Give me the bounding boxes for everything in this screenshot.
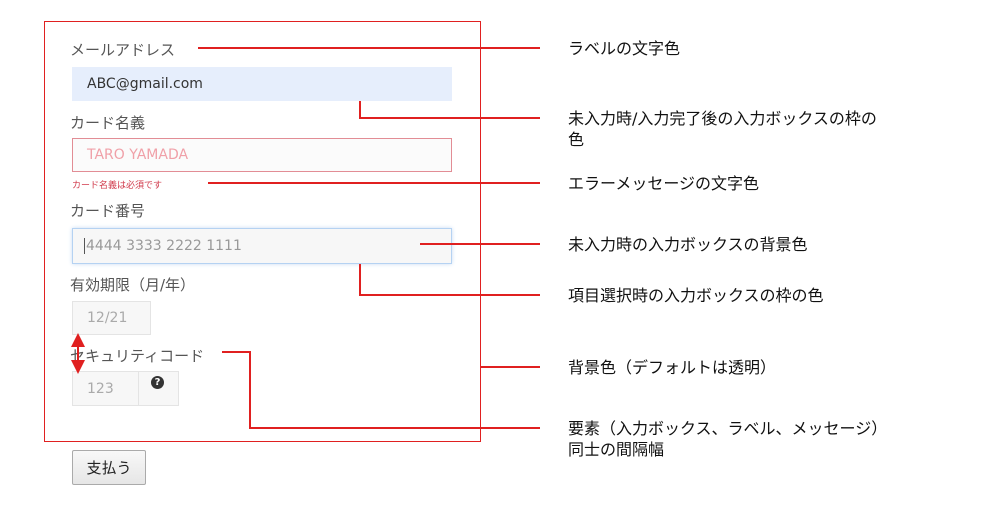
card-name-input[interactable]: TARO YAMADA bbox=[72, 138, 452, 172]
note-spacing: 要素（入力ボックス、ラベル、メッセージ） 同士の間隔幅 bbox=[568, 418, 887, 460]
note-border-color: 未入力時/入力完了後の入力ボックスの枠の 色 bbox=[568, 108, 877, 150]
line-border-color bbox=[359, 101, 540, 119]
pay-button[interactable]: 支払う bbox=[72, 450, 146, 485]
note-error-color: エラーメッセージの文字色 bbox=[568, 174, 760, 193]
card-name-label: カード名義 bbox=[70, 114, 146, 132]
line-spacing bbox=[222, 351, 540, 429]
email-label: メールアドレス bbox=[70, 41, 176, 59]
email-value: ABC@gmail.com bbox=[87, 76, 203, 92]
note-border-color-line2: 色 bbox=[568, 130, 585, 149]
email-input[interactable]: ABC@gmail.com bbox=[72, 67, 452, 101]
expiry-label: 有効期限（月/年） bbox=[70, 276, 196, 294]
text-caret bbox=[84, 238, 85, 254]
expiry-input[interactable]: 12/21 bbox=[72, 301, 151, 335]
note-spacing-line1: 要素（入力ボックス、ラベル、メッセージ） bbox=[568, 419, 888, 438]
card-name-placeholder: TARO YAMADA bbox=[87, 147, 189, 163]
security-code-placeholder: 123 bbox=[87, 380, 114, 397]
expiry-placeholder: 12/21 bbox=[87, 310, 128, 326]
security-code-label: セキュリティコード bbox=[70, 347, 205, 365]
help-icon[interactable]: ? bbox=[151, 376, 164, 389]
note-spacing-line2: 同士の間隔幅 bbox=[568, 440, 665, 459]
note-empty-bg: 未入力時の入力ボックスの背景色 bbox=[568, 235, 808, 254]
note-border-color-line1: 未入力時/入力完了後の入力ボックスの枠の bbox=[568, 109, 877, 128]
line-focus-border bbox=[359, 264, 540, 296]
card-number-placeholder: 4444 3333 2222 1111 bbox=[86, 238, 242, 254]
form-container bbox=[44, 21, 481, 442]
security-code-divider bbox=[138, 372, 139, 405]
note-background: 背景色（デフォルトは透明） bbox=[568, 358, 777, 377]
note-focus-border: 項目選択時の入力ボックスの枠の色 bbox=[568, 286, 824, 305]
card-number-label: カード番号 bbox=[70, 202, 146, 220]
note-label-color: ラベルの文字色 bbox=[568, 39, 681, 58]
card-name-error: カード名義は必須です bbox=[72, 181, 163, 191]
card-number-input[interactable]: 4444 3333 2222 1111 bbox=[72, 228, 452, 264]
